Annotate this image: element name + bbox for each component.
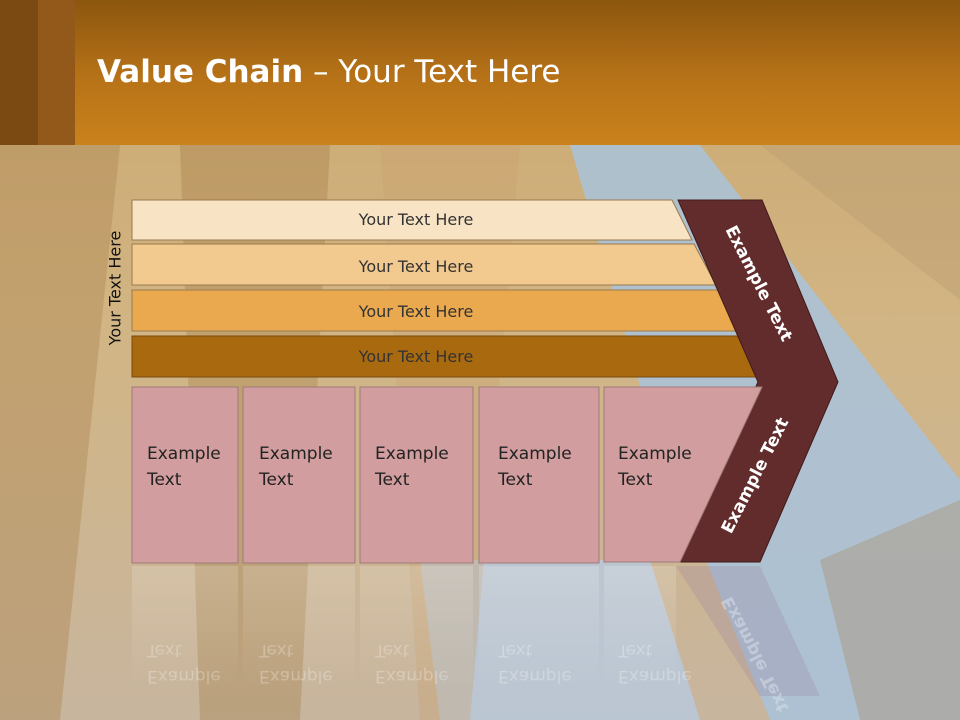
box-3-line1: Example [375, 444, 449, 464]
reflection: Example Text Example Text Example Text E… [132, 566, 820, 715]
reflection-text: Example [498, 666, 572, 686]
box-3-line2: Text [374, 470, 410, 490]
reflection-box [360, 566, 473, 696]
box-2[interactable] [242, 386, 356, 564]
slide-title-rest: – Your Text Here [303, 54, 561, 90]
reflection-text: Example [147, 666, 221, 686]
bar-2-label: Your Text Here [358, 257, 474, 276]
slide-title-bold: Value Chain [97, 54, 304, 90]
bar-4-label: Your Text Here [358, 347, 474, 366]
box-5-line2: Text [617, 470, 653, 490]
bar-3-label: Your Text Here [358, 302, 474, 321]
box-1-line1: Example [147, 444, 221, 464]
reflection-text: Text [617, 640, 653, 660]
box-4[interactable] [478, 386, 600, 564]
reflection-text: Example [259, 666, 333, 686]
box-3[interactable] [359, 386, 474, 564]
box-4-line1: Example [498, 444, 572, 464]
reflection-box [604, 566, 676, 696]
box-1-line2: Text [146, 470, 182, 490]
box-2-line2: Text [258, 470, 294, 490]
reflection-chevron [676, 566, 820, 696]
reflection-box [243, 566, 355, 696]
reflection-box [479, 566, 599, 696]
box-5[interactable] [603, 386, 763, 563]
header-bar: Value Chain – Your Text Here [0, 0, 960, 145]
reflection-box [132, 566, 238, 696]
slide-title: Value Chain – Your Text Here [97, 54, 560, 90]
reflection-text: Text [258, 640, 294, 660]
reflection-text: Text [146, 640, 182, 660]
chevron-arrow[interactable] [675, 199, 839, 563]
bar-1[interactable] [131, 199, 693, 241]
reflection-text: Text [497, 640, 533, 660]
box-4-line2: Text [497, 470, 533, 490]
box-5-line1: Example [618, 444, 692, 464]
box-2-line1: Example [259, 444, 333, 464]
bar-1-label: Your Text Here [358, 210, 474, 229]
reflection-text: Example [375, 666, 449, 686]
header-accent-strip [38, 0, 75, 145]
header-accent-strip [0, 0, 38, 145]
reflection-text: Example [618, 666, 692, 686]
reflection-text: Text [374, 640, 410, 660]
box-1[interactable] [131, 386, 239, 564]
